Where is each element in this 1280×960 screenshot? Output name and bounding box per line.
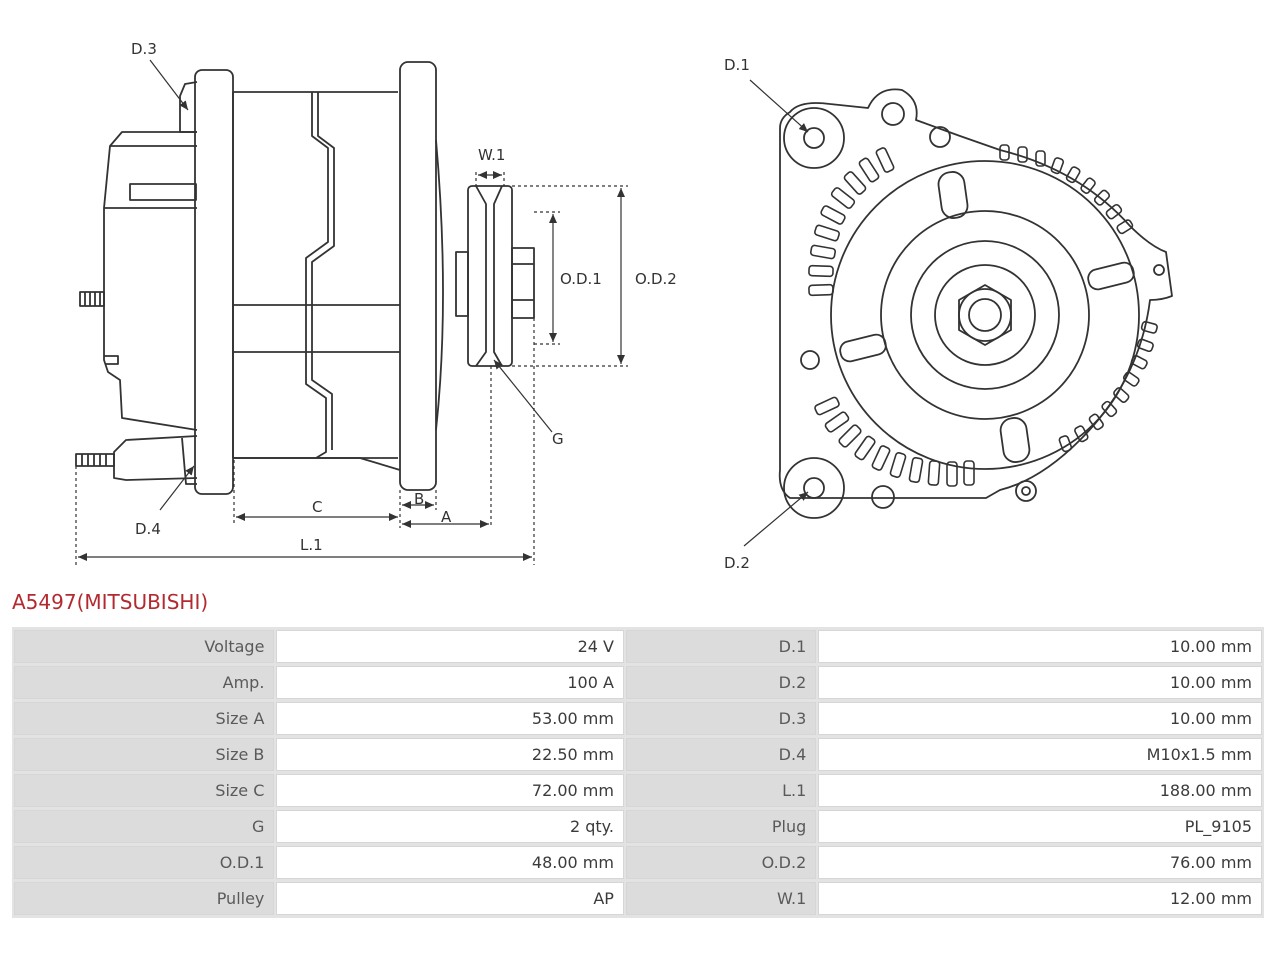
label-od1: O.D.1 <box>560 270 602 288</box>
spec-label: Pulley <box>14 882 275 915</box>
spec-value: 2 qty. <box>276 810 624 843</box>
spec-value: 188.00 mm <box>818 774 1262 807</box>
spec-value: 48.00 mm <box>276 846 624 879</box>
label-a: A <box>441 508 452 526</box>
spec-label: Plug <box>625 810 817 843</box>
spec-label: D.1 <box>625 630 817 663</box>
label-g: G <box>552 430 564 448</box>
spec-label: G <box>14 810 275 843</box>
spec-label: Voltage <box>14 630 275 663</box>
spec-value: 72.00 mm <box>276 774 624 807</box>
spec-value: 10.00 mm <box>818 702 1262 735</box>
spec-label: Size A <box>14 702 275 735</box>
spec-value: 10.00 mm <box>818 630 1262 663</box>
fan-vent-slots <box>808 144 1158 487</box>
spec-value: 53.00 mm <box>276 702 624 735</box>
label-b: B <box>414 490 424 508</box>
spec-value: PL_9105 <box>818 810 1262 843</box>
spec-value: 100 A <box>276 666 624 699</box>
side-dimensions <box>75 59 628 565</box>
label-d1: D.1 <box>724 56 750 74</box>
spec-label: D.4 <box>625 738 817 771</box>
product-title: A5497(MITSUBISHI) <box>12 590 209 614</box>
front-view <box>778 88 1173 519</box>
spec-label: D.3 <box>625 702 817 735</box>
spec-label: O.D.2 <box>625 846 817 879</box>
label-c: C <box>312 498 322 516</box>
spec-value: AP <box>276 882 624 915</box>
spec-label: L.1 <box>625 774 817 807</box>
side-view <box>75 61 535 495</box>
spec-value: 22.50 mm <box>276 738 624 771</box>
front-dimensions <box>743 79 809 547</box>
label-d4: D.4 <box>135 520 161 538</box>
spec-label: Size B <box>14 738 275 771</box>
label-l1: L.1 <box>300 536 323 554</box>
spec-value: 12.00 mm <box>818 882 1262 915</box>
label-d3: D.3 <box>131 40 157 58</box>
spec-value: 24 V <box>276 630 624 663</box>
spec-label: W.1 <box>625 882 817 915</box>
spec-value: M10x1.5 mm <box>818 738 1262 771</box>
spec-label: D.2 <box>625 666 817 699</box>
spec-label: Amp. <box>14 666 275 699</box>
spec-value: 10.00 mm <box>818 666 1262 699</box>
spec-label: Size C <box>14 774 275 807</box>
spec-value: 76.00 mm <box>818 846 1262 879</box>
spec-label: O.D.1 <box>14 846 275 879</box>
label-w1: W.1 <box>478 146 505 164</box>
label-od2: O.D.2 <box>635 270 677 288</box>
label-d2: D.2 <box>724 554 750 572</box>
technical-drawing: D.3 D.4 W.1 O.D.1 O.D.2 G C B A L.1 <box>75 40 1173 572</box>
